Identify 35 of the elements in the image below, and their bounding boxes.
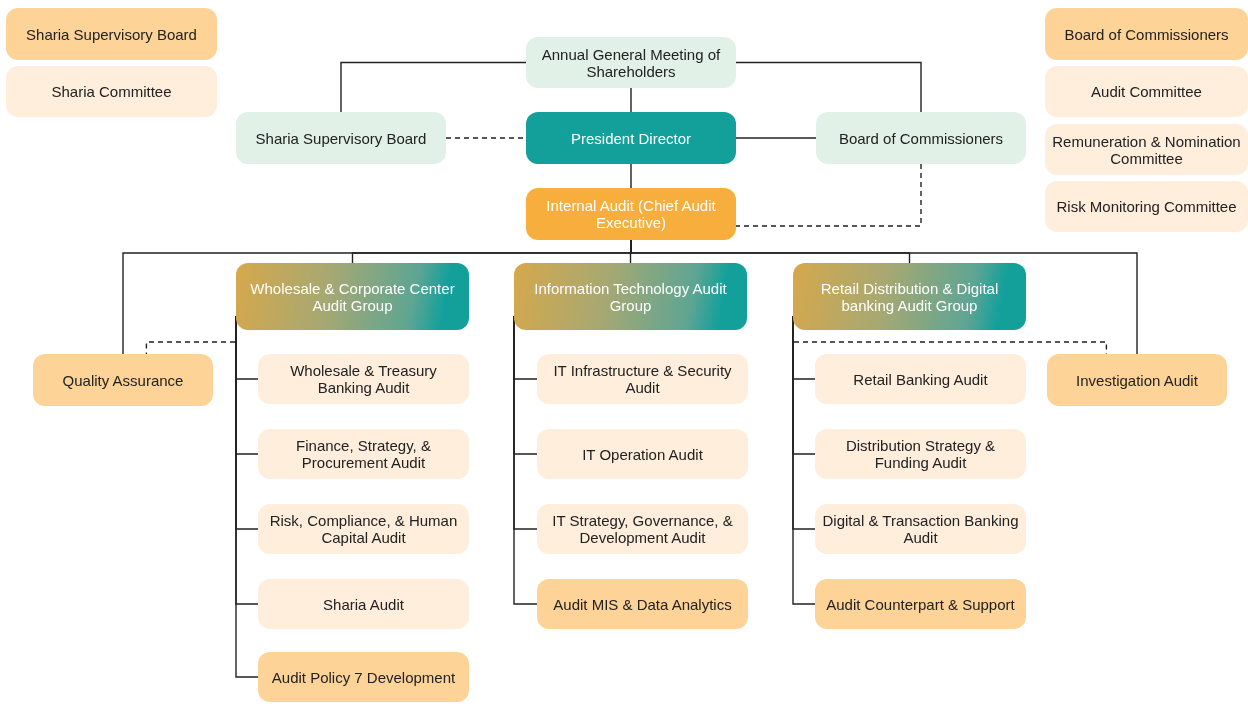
unit-box: Digital & Transaction Banking Audit	[815, 504, 1026, 554]
connector-line	[735, 137, 817, 139]
audit-head-box: Internal Audit (Chief Audit Executive)	[526, 188, 736, 240]
governance-box: Annual General Meeting of Shareholders	[526, 37, 736, 88]
connector-line	[735, 61, 922, 113]
connector-line	[630, 87, 632, 113]
unit-box: Remuneration & Nomination Committee	[1045, 124, 1248, 175]
connector-line	[340, 61, 527, 113]
unit-box: Finance, Strategy, & Procurement Audit	[258, 429, 469, 479]
unit-box: IT Infrastructure & Security Audit	[537, 354, 748, 404]
header-box: Quality Assurance	[33, 354, 213, 406]
header-box: Audit Policy 7 Development	[258, 652, 469, 702]
header-box: Audit MIS & Data Analytics	[537, 579, 748, 629]
group-box: Retail Distribution & Digital banking Audit Group	[793, 263, 1026, 330]
connector-line	[630, 163, 632, 189]
director-box: President Director	[526, 112, 736, 164]
unit-box: IT Operation Audit	[537, 429, 748, 479]
unit-box: Wholesale & Treasury Banking Audit	[258, 354, 469, 404]
unit-box: IT Strategy, Governance, & Development Audit	[537, 504, 748, 554]
unit-box: Sharia Committee	[6, 66, 217, 117]
unit-box: Risk Monitoring Committee	[1045, 181, 1248, 232]
header-box: Investigation Audit	[1047, 354, 1227, 406]
unit-box: Retail Banking Audit	[815, 354, 1026, 404]
header-box: Board of Commissioners	[1045, 8, 1248, 60]
header-box: Audit Counterpart & Support	[815, 579, 1026, 629]
unit-box: Distribution Strategy & Funding Audit	[815, 429, 1026, 479]
governance-box: Board of Commissioners	[816, 112, 1026, 164]
governance-box: Sharia Supervisory Board	[236, 112, 446, 164]
unit-box: Audit Committee	[1045, 66, 1248, 117]
group-box: Information Technology Audit Group	[514, 263, 747, 330]
header-box: Sharia Supervisory Board	[6, 8, 217, 60]
dashed-connector	[735, 163, 922, 227]
unit-box: Risk, Compliance, & Human Capital Audit	[258, 504, 469, 554]
unit-box: Sharia Audit	[258, 579, 469, 629]
group-box: Wholesale & Corporate Center Audit Group	[236, 263, 469, 330]
